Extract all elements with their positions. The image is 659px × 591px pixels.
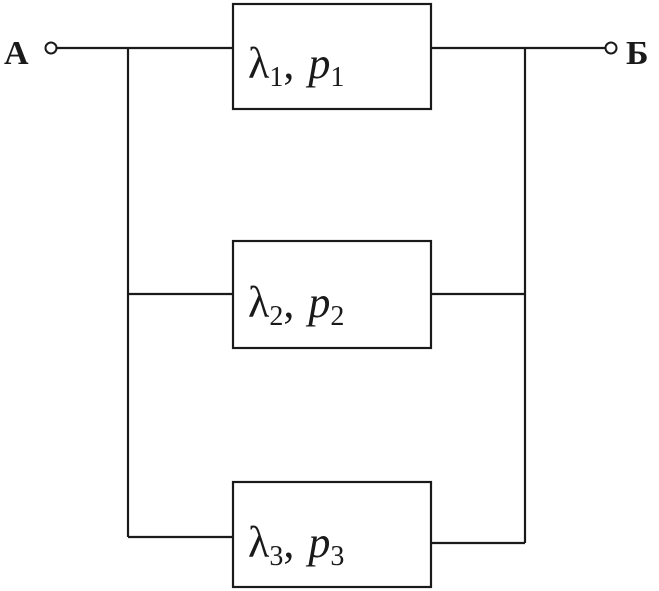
element-1-box <box>231 2 433 111</box>
element-1-separator: , <box>283 39 294 88</box>
element-3-prob-symbol: p <box>305 518 330 567</box>
element-2-prob-symbol: p <box>305 278 330 327</box>
element-3-prob-index: 3 <box>330 541 344 572</box>
element-1-rate-index: 1 <box>269 62 283 93</box>
element-3-box <box>231 480 433 589</box>
element-1-prob-index: 1 <box>330 62 344 93</box>
element-2-rate-index: 2 <box>269 301 283 332</box>
element-2-rate-symbol: λ <box>248 278 270 327</box>
element-2: λ2,p2 <box>231 239 433 350</box>
element-3-rate-index: 3 <box>269 541 283 572</box>
terminal-b-node <box>604 41 618 55</box>
element-3-separator: , <box>283 518 294 567</box>
element-2-label: λ2,p2 <box>248 278 344 332</box>
element-2-box <box>231 239 433 350</box>
terminal-b-label: Б <box>626 35 648 72</box>
element-1-rate-symbol: λ <box>248 39 270 88</box>
wiring <box>57 46 605 545</box>
terminal-a-label: А <box>4 35 29 72</box>
element-1: λ1,p1 <box>231 2 433 111</box>
element-1-label: λ1,p1 <box>248 39 344 93</box>
element-1-prob-symbol: p <box>305 39 330 88</box>
terminal-a-node <box>44 41 58 55</box>
element-2-separator: , <box>283 278 294 327</box>
element-3: λ3,p3 <box>231 480 433 589</box>
element-2-prob-index: 2 <box>330 301 344 332</box>
element-3-rate-symbol: λ <box>248 518 270 567</box>
element-3-label: λ3,p3 <box>248 518 344 572</box>
